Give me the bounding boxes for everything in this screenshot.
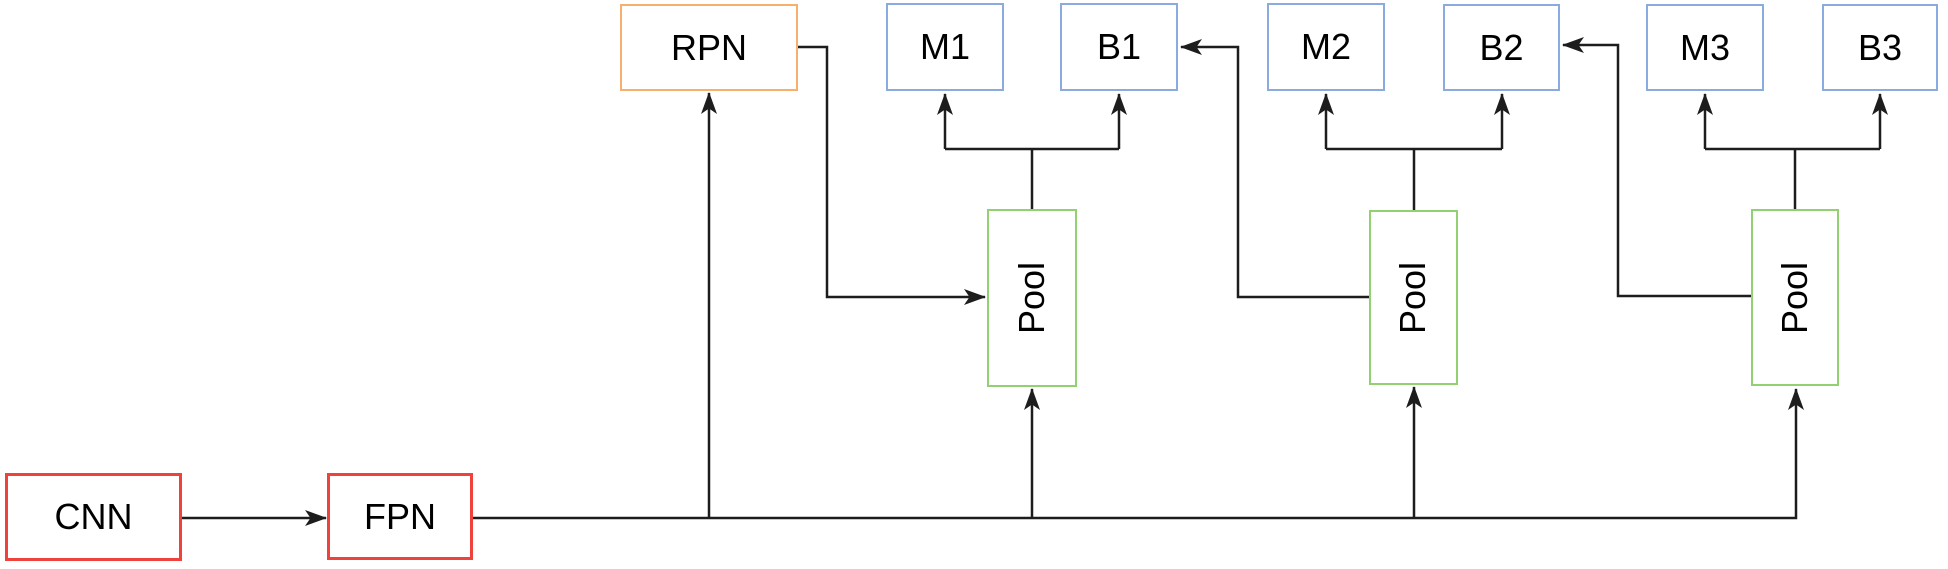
- node-m2-label: M2: [1300, 26, 1351, 67]
- node-b2-label: B2: [1479, 26, 1524, 68]
- node-m1: M1: [886, 3, 1004, 91]
- node-rpn-label: RPN: [670, 26, 747, 68]
- node-m3: M3: [1646, 4, 1764, 91]
- node-pool1: Pool: [987, 209, 1077, 387]
- edge-rpn-pool1: [798, 45, 986, 305]
- node-pool2: Pool: [1369, 210, 1458, 385]
- node-b1: B1: [1060, 3, 1178, 91]
- node-m1-label: M1: [919, 26, 970, 67]
- edge-pool2-b1: [1180, 39, 1369, 299]
- edge-pool3-b2: [1562, 37, 1751, 298]
- node-b3: B3: [1822, 4, 1938, 91]
- node-b3-label: B3: [1857, 26, 1903, 68]
- edge-fpn-trunk-pool3: [473, 388, 1804, 520]
- node-pool2-label: Pool: [1392, 261, 1434, 334]
- node-cnn-label: CNN: [54, 496, 133, 537]
- node-fpn: FPN: [327, 473, 473, 560]
- node-pool3: Pool: [1751, 209, 1839, 386]
- node-b2: B2: [1443, 4, 1560, 91]
- node-m3-label: M3: [1679, 26, 1730, 68]
- node-fpn-label: FPN: [364, 495, 436, 537]
- edge-pool3-split: [1705, 147, 1880, 210]
- edge-pool2-split: [1326, 147, 1502, 211]
- node-pool1-label: Pool: [1011, 261, 1052, 335]
- node-cnn: CNN: [5, 473, 182, 561]
- edge-pool1-split: [945, 147, 1119, 210]
- node-pool3-label: Pool: [1774, 261, 1815, 334]
- node-rpn: RPN: [620, 4, 798, 91]
- node-m2: M2: [1267, 3, 1385, 91]
- node-b1-label: B1: [1096, 26, 1142, 67]
